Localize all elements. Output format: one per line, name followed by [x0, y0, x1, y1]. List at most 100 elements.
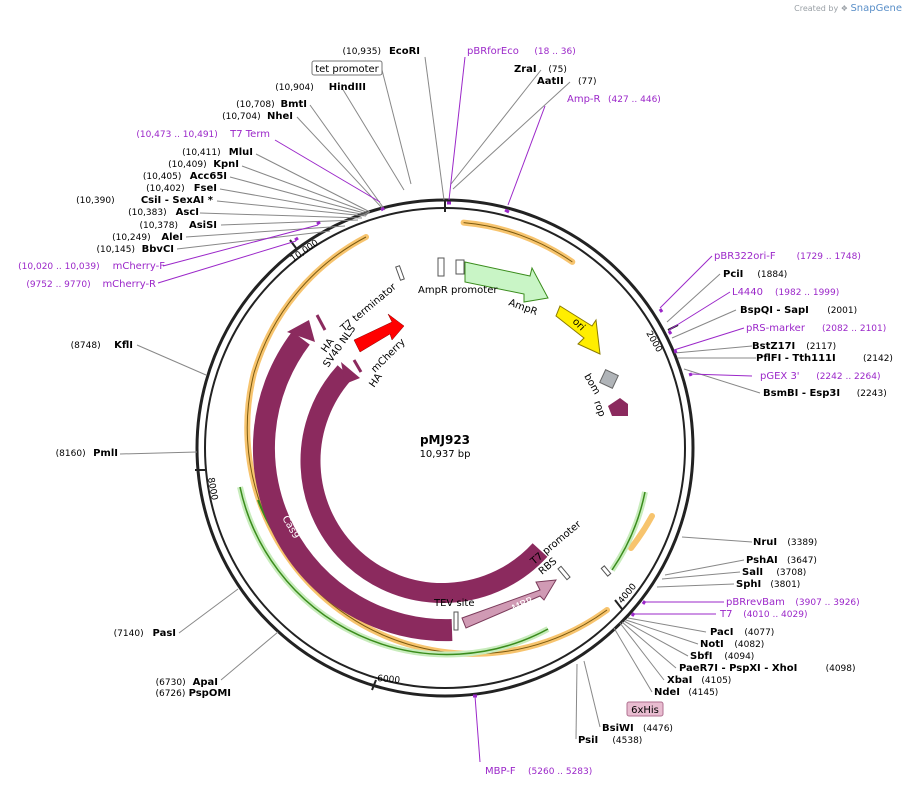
orf-green-right-line [611, 491, 646, 571]
enzyme-position: (4145) [688, 688, 718, 698]
enzyme-label: SphI [736, 579, 761, 590]
enzyme-position: (10,378) [139, 221, 178, 231]
primer-label: pRS-marker [746, 323, 806, 334]
feature-label-rop: rop [591, 399, 607, 418]
mbp-arrow [461, 579, 557, 629]
enzyme-position: (2142) [863, 354, 893, 364]
primer-label: pGEX 3' [760, 371, 800, 382]
enzyme-position: (2243) [857, 389, 887, 399]
cas9-outer-arc [252, 331, 453, 642]
enzyme-position: (10,390) [76, 196, 115, 206]
watermark-brand: SnapGene [850, 3, 902, 14]
enzyme-position: (3647) [787, 556, 817, 566]
cas9-outer-arrowhead [287, 320, 315, 342]
snapgene-watermark: Created by ❖ SnapGene [794, 3, 902, 14]
bom-box [599, 369, 619, 389]
enzyme-label: EcoRI [389, 46, 420, 57]
mcherry-arrow [353, 313, 405, 353]
enzyme-label: KflI [114, 340, 133, 351]
enzyme-position: (75) [548, 65, 566, 75]
ha-mark-2 [352, 359, 363, 373]
tick-6000 [371, 679, 377, 691]
enzyme-label: PflFI - Tth111I [756, 353, 836, 364]
tick-label-6000: 6000 [377, 674, 401, 686]
primer-label: pBR322ori-F [714, 251, 776, 262]
primer-label: Amp-R [567, 94, 601, 105]
enzyme-label: BbvCI [142, 244, 174, 255]
enzyme-label: PasI [153, 628, 176, 639]
enzyme-label: PsiI [578, 735, 598, 746]
enzyme-position: (10,145) [96, 245, 135, 255]
enzyme-position: (4094) [724, 652, 754, 662]
enzyme-label: PacI [710, 627, 733, 638]
tick-label-8000: 8000 [205, 477, 219, 502]
primer-leader-lines [157, 56, 753, 763]
enzyme-label: AsiSI [189, 220, 217, 231]
enzyme-position: (10,704) [222, 112, 261, 122]
enzyme-label: NruI [753, 537, 777, 548]
enzyme-position: (3389) [787, 538, 817, 548]
enzyme-position: (7140) [114, 629, 144, 639]
enzyme-position: (10,249) [112, 233, 151, 243]
enzyme-label: BsiWI [602, 723, 634, 734]
cas9-inner-arrowhead [341, 362, 360, 384]
rbs-mark [600, 565, 612, 577]
primer-position: (1729 .. 1748) [797, 252, 861, 262]
primer-label: pBRforEco [467, 46, 519, 57]
watermark-created-by: Created by [794, 4, 839, 13]
left-enzyme-labels: EcoRI(10,935)HindIII(10,904)BmtI(10,708)… [18, 46, 420, 699]
primer-position: (10,020 .. 10,039) [18, 262, 99, 272]
enzyme-position: (3708) [776, 568, 806, 578]
enzyme-label: KpnI [213, 159, 239, 170]
tet-promoter-box [311, 60, 383, 76]
feature-label-6xhis: 6xHis [631, 705, 659, 716]
enzyme-label: CsiI - SexAI * [141, 195, 214, 206]
ampr-arrow [464, 261, 549, 303]
primer-position: (10,473 .. 10,491) [136, 130, 217, 140]
enzyme-label: PaeR7I - PspXI - XhoI [679, 663, 797, 674]
enzyme-position: (10,409) [168, 160, 207, 170]
plasmid-length: 10,937 bp [420, 449, 471, 460]
enzyme-label: Acc65I [190, 171, 227, 182]
cas9-inner-arc [300, 365, 548, 603]
enzyme-position: (10,383) [128, 208, 167, 218]
enzyme-position: (77) [578, 77, 596, 87]
enzyme-label: AatII [537, 76, 564, 87]
primer-label: T7 [719, 609, 732, 620]
primer-position: (1982 .. 1999) [775, 288, 839, 298]
primer-position: (3907 .. 3926) [795, 598, 859, 608]
primer-label: mCherry-R [102, 279, 156, 290]
primer-label: pBRrevBam [726, 597, 785, 608]
rop-arrow [608, 398, 628, 416]
enzyme-label: NdeI [654, 687, 680, 698]
orf-arc-top-line [463, 222, 573, 263]
enzyme-label: BmtI [280, 99, 307, 110]
enzyme-position: (10,411) [182, 148, 221, 158]
enzyme-position: (4476) [643, 724, 673, 734]
enzyme-position: (3801) [770, 580, 800, 590]
enzyme-position: (8748) [71, 341, 101, 351]
primer-position: (4010 .. 4029) [743, 610, 807, 620]
enzyme-position: (10,904) [275, 83, 314, 93]
enzyme-position: (1884) [757, 270, 787, 280]
primer-position: (427 .. 446) [608, 95, 661, 105]
enzyme-label: BstZ17I [752, 341, 795, 352]
primer-label: mCherry-F [113, 261, 166, 272]
enzyme-label: HindIII [329, 82, 366, 93]
right-enzyme-labels: pBRforEco(18 .. 36)ZraI(75)AatII(77)Amp-… [467, 46, 893, 777]
enzyme-label: BsmBI - Esp3I [763, 388, 840, 399]
orf-arc-top [460, 219, 576, 265]
primer-label: T7 Term [229, 129, 270, 140]
feature-label-t7-promoter: T7 promoter [528, 518, 584, 568]
primer-position: (5260 .. 5283) [528, 767, 592, 777]
primer-position: (18 .. 36) [534, 47, 575, 57]
t7-promoter-mark [557, 565, 571, 581]
enzyme-label: ApaI [193, 677, 218, 688]
primer-position: (9752 .. 9770) [26, 280, 90, 290]
tev-site-mark [453, 611, 459, 631]
enzyme-label: NheI [267, 111, 293, 122]
his-tag-box [626, 701, 664, 717]
snapgene-logo-icon: ❖ [840, 4, 848, 13]
enzyme-label: PmlI [93, 448, 118, 459]
